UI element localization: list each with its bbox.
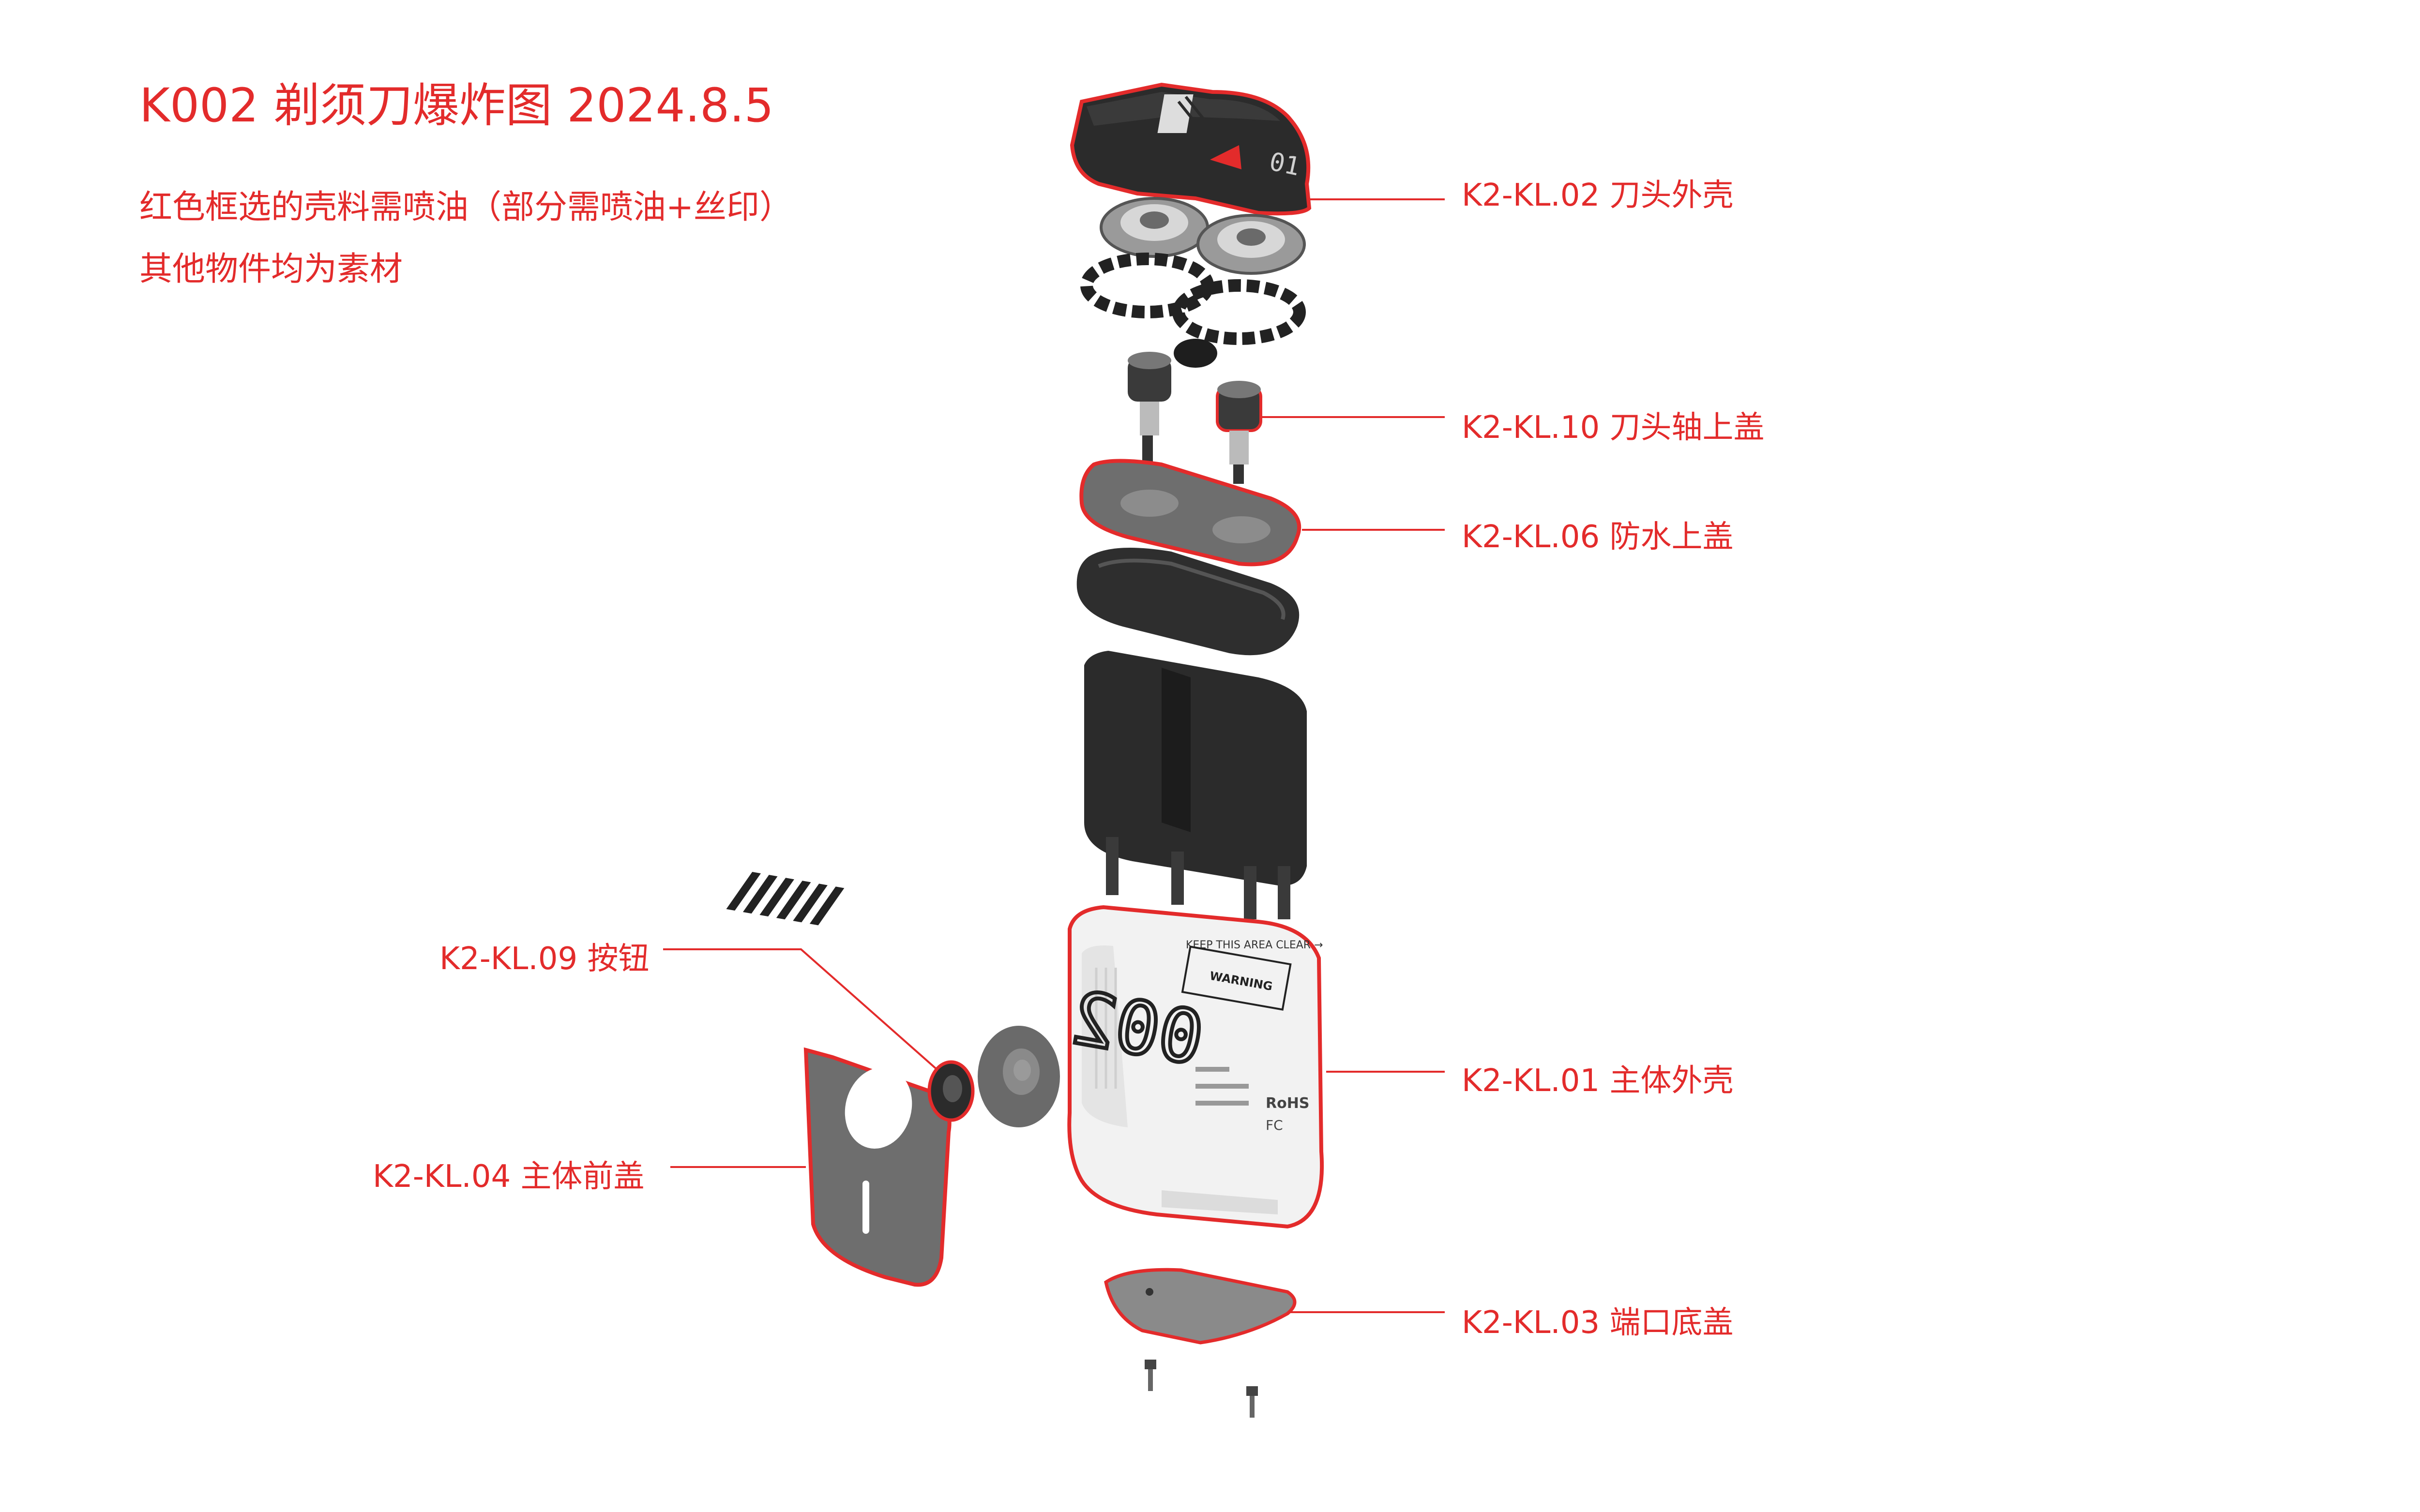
button-part xyxy=(927,1060,975,1122)
seal-part xyxy=(1076,548,1300,656)
shaft-cap-part xyxy=(1128,352,1262,484)
head-shell-part: 01 xyxy=(1070,82,1312,216)
label-port-cover: K2-KL.03 端口底盖 xyxy=(1462,1305,1734,1341)
waterproof-cap-part xyxy=(1079,459,1301,567)
label-shaft-cap: K2-KL.10 刀头轴上盖 xyxy=(1462,410,1765,446)
front-cover-part xyxy=(803,1047,952,1287)
note-paint-instruction: 红色框选的壳料需喷油（部分需喷油+丝印） xyxy=(139,188,792,226)
label-head-shell: K2-KL.02 刀头外壳 xyxy=(1462,178,1734,213)
rohs-text: RoHS xyxy=(1266,1095,1309,1112)
label-waterproof-cap: K2-KL.06 防水上盖 xyxy=(1462,519,1734,555)
page-title: K002 剃须刀爆炸图 2024.8.5 xyxy=(139,78,774,133)
label-main-shell: K2-KL.01 主体外壳 xyxy=(1462,1063,1734,1099)
blade-assembly xyxy=(1080,197,1306,368)
inner-frame-part xyxy=(1084,651,1307,919)
main-shell-part: KEEP THIS AREA CLEAR → WARNING 002 RoHS … xyxy=(726,872,1324,1229)
fc-text: FC xyxy=(1266,1117,1283,1133)
port-cover-part xyxy=(1104,1268,1297,1345)
label-front-cover: K2-KL.04 主体前盖 xyxy=(373,1159,645,1195)
label-button: K2-KL.09 按钮 xyxy=(439,941,650,977)
screws xyxy=(1145,1360,1258,1418)
leader-button xyxy=(663,948,957,1087)
head-mark-text: 01 xyxy=(1267,147,1302,182)
button-seal-part xyxy=(978,1026,1060,1127)
note-stock-parts: 其他物件均为素材 xyxy=(139,250,403,288)
